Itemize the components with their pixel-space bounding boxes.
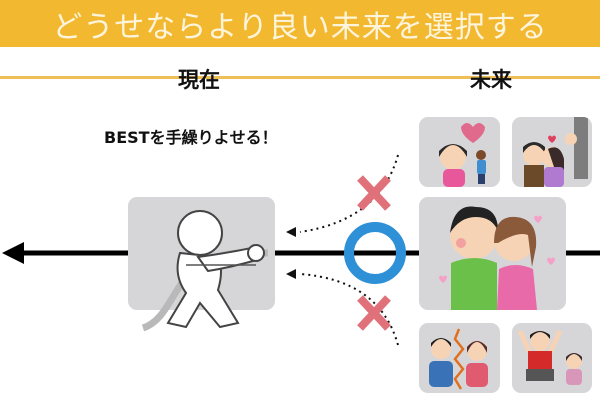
angry-man-crying-woman-icon [517, 329, 582, 385]
cheating-couple-icon [523, 117, 588, 187]
circle-icon [344, 222, 406, 284]
happy-couple-icon [439, 206, 555, 310]
person-pulling-rope-icon [141, 210, 269, 332]
future-card-heartbreak [419, 117, 500, 187]
caption-text: BESTを手繰りよせる！ [104, 128, 278, 147]
future-card-happy-couple [419, 197, 566, 310]
present-label: 現在 [178, 68, 220, 92]
title-banner: どうせならより良い未来を選択する [0, 0, 600, 47]
cross-icon-top [357, 175, 391, 211]
divider-line [0, 76, 600, 79]
heartbroken-woman-icon [439, 123, 486, 187]
future-label: 未来 [470, 68, 512, 92]
future-card-quarrel [419, 323, 500, 393]
future-card-cheating [512, 117, 592, 187]
cross-icon-bottom [357, 295, 391, 331]
page-title: どうせならより良い未来を選択する [52, 9, 548, 45]
quarreling-couple-icon [429, 328, 488, 390]
future-card-angry [512, 323, 592, 393]
